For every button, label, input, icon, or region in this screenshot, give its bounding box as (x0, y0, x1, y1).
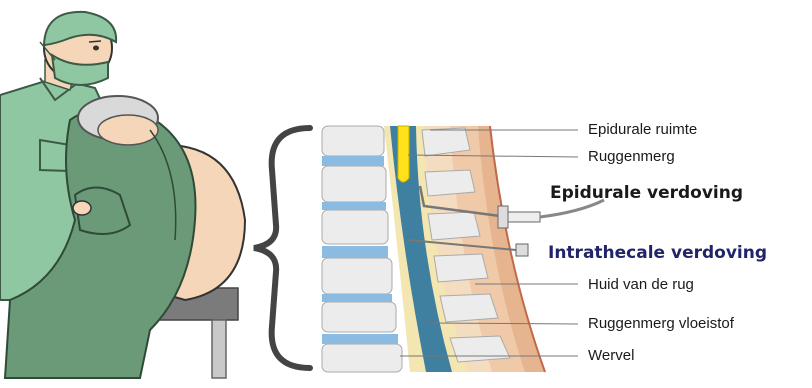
disc (322, 334, 398, 344)
label-skin-of-back: Huid van de rug (588, 276, 694, 293)
label-spinal-cord: Ruggenmerg (588, 148, 675, 165)
disc (322, 246, 388, 258)
label-vertebra: Wervel (588, 347, 634, 364)
label-intrathecal-anesthesia: Intrathecale verdoving (548, 243, 767, 263)
curly-brace (254, 128, 310, 368)
label-epidural-space: Epidurale ruimte (588, 121, 697, 138)
disc (322, 202, 386, 210)
label-csf: Ruggenmerg vloeistof (588, 315, 734, 332)
disc (322, 294, 392, 302)
label-epidural-anesthesia: Epidurale verdoving (550, 183, 743, 203)
disc (322, 156, 384, 166)
